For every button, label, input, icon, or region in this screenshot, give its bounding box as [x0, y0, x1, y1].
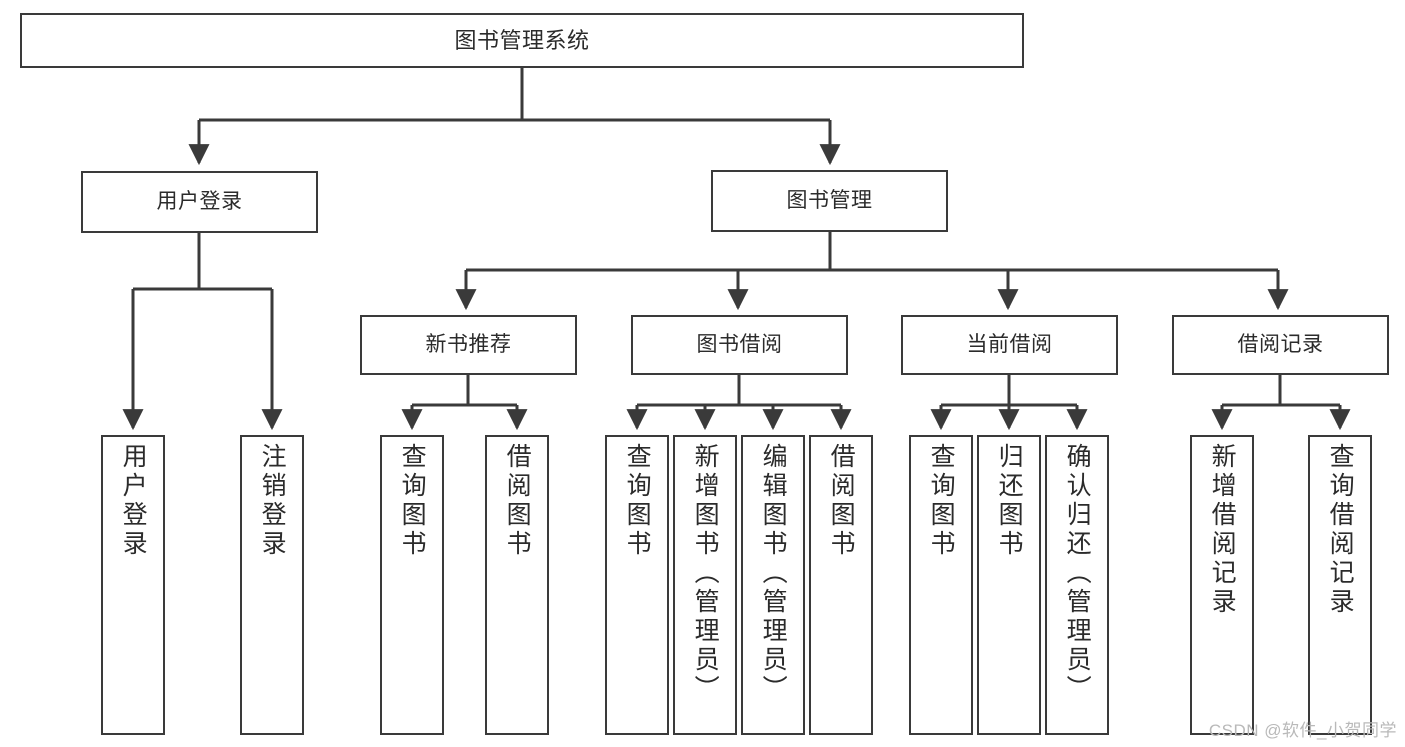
leaf-borrow-borrow-book-label: 借阅图书 [827, 443, 856, 559]
node-root-label: 图书管理系统 [454, 27, 590, 53]
leaf-newbook-borrow-book[interactable]: 借阅图书 [485, 435, 549, 735]
leaf-borrow-query-book[interactable]: 查询图书 [605, 435, 669, 735]
node-current-borrow[interactable]: 当前借阅 [901, 315, 1118, 375]
leaf-return-book-label: 归还图书 [995, 443, 1024, 559]
node-borrow-record[interactable]: 借阅记录 [1172, 315, 1389, 375]
leaf-user-login[interactable]: 用户登录 [101, 435, 165, 735]
node-book-borrow[interactable]: 图书借阅 [631, 315, 848, 375]
leaf-add-book-admin-label: 新增图书（管理员） [691, 443, 720, 704]
node-user-login[interactable]: 用户登录 [81, 171, 318, 233]
leaf-add-book-admin[interactable]: 新增图书（管理员） [673, 435, 737, 735]
leaf-query-borrow-record-label: 查询借阅记录 [1326, 443, 1355, 617]
leaf-logout-label: 注销登录 [258, 443, 287, 559]
leaf-add-borrow-record[interactable]: 新增借阅记录 [1190, 435, 1254, 735]
leaf-add-borrow-record-label: 新增借阅记录 [1208, 443, 1237, 617]
node-book-borrow-label: 图书借阅 [696, 332, 783, 356]
leaf-edit-book-admin[interactable]: 编辑图书（管理员） [741, 435, 805, 735]
node-user-login-label: 用户登录 [156, 189, 243, 213]
leaf-confirm-return-admin[interactable]: 确认归还（管理员） [1045, 435, 1109, 735]
leaf-borrow-borrow-book[interactable]: 借阅图书 [809, 435, 873, 735]
leaf-current-query-book[interactable]: 查询图书 [909, 435, 973, 735]
leaf-borrow-query-book-label: 查询图书 [623, 443, 652, 559]
leaf-query-borrow-record[interactable]: 查询借阅记录 [1308, 435, 1372, 735]
node-book-management[interactable]: 图书管理 [711, 170, 948, 232]
leaf-newbook-query-book-label: 查询图书 [398, 443, 427, 559]
leaf-current-query-book-label: 查询图书 [927, 443, 956, 559]
node-borrow-record-label: 借阅记录 [1237, 332, 1324, 356]
leaf-confirm-return-admin-label: 确认归还（管理员） [1063, 443, 1092, 704]
node-new-book-recommend-label: 新书推荐 [425, 332, 512, 356]
leaf-logout[interactable]: 注销登录 [240, 435, 304, 735]
node-book-management-label: 图书管理 [786, 188, 873, 212]
leaf-user-login-label: 用户登录 [119, 443, 148, 559]
leaf-newbook-borrow-book-label: 借阅图书 [503, 443, 532, 559]
leaf-edit-book-admin-label: 编辑图书（管理员） [759, 443, 788, 704]
node-new-book-recommend[interactable]: 新书推荐 [360, 315, 577, 375]
node-current-borrow-label: 当前借阅 [966, 332, 1053, 356]
leaf-return-book[interactable]: 归还图书 [977, 435, 1041, 735]
node-root[interactable]: 图书管理系统 [20, 13, 1024, 68]
leaf-newbook-query-book[interactable]: 查询图书 [380, 435, 444, 735]
